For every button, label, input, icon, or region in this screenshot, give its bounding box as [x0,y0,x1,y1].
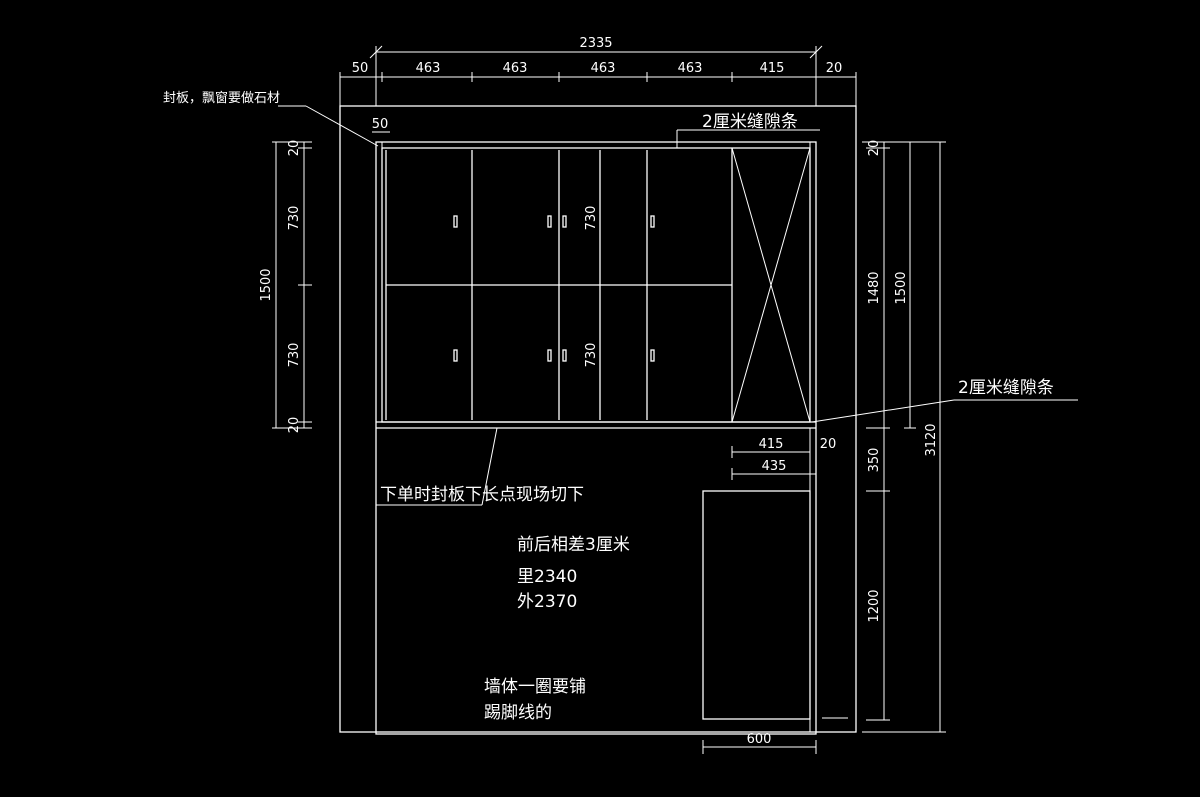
note-cut: 下单时封板下长点现场切下 [380,485,584,505]
center-dimensions: 730 730 [584,150,601,420]
open-bay-cross [731,147,811,423]
note-diff: 前后相差3厘米 [517,535,630,555]
tick [809,45,823,59]
tick [369,45,383,59]
wall-frame [339,105,857,735]
gap-dimensions: 415 20 435 600 [702,437,837,754]
dim-gap-20: 20 [820,437,837,452]
note-skirting-1: 墙体一圈要铺 [484,677,586,697]
door-handle [562,349,567,362]
left-dimensions: 1500 20 730 730 20 [259,140,312,434]
dim-gap-415: 415 [759,437,784,452]
door-handle [547,215,552,228]
dim-left-730-bottom: 730 [287,343,302,368]
dim-right-1200: 1200 [867,589,882,622]
dim-seg-50: 50 [352,61,369,76]
dim-left-730-top: 730 [287,206,302,231]
door-handle [453,215,458,228]
dim-center-730-top: 730 [584,206,599,231]
dim-seg-463: 463 [416,61,441,76]
dim-right-20: 20 [867,140,882,157]
right-dimensions: 20 1480 1500 350 1200 3120 [862,140,946,733]
note-seal-board: 封板，飘窗要做石材 [163,90,280,106]
lower-cabinet [702,428,848,732]
dim-seg-463: 463 [591,61,616,76]
annotations: 封板，飘窗要做石材 2厘米缝隙条 2厘米缝隙条 下单时封板下长点现场切下 前后相… [163,90,1078,723]
wall-opening [375,141,817,735]
door-handle [453,349,458,362]
dim-seg-20: 20 [826,61,843,76]
dim-total-2335: 2335 [579,36,612,51]
door-handle [547,349,552,362]
note-outer-value: 外2370 [517,592,577,612]
dim-seg-415: 415 [760,61,785,76]
dim-gap-435: 435 [762,459,787,474]
note-skirting-2: 踢脚线的 [484,703,552,723]
wall-outline [339,105,857,733]
dim-left-20-bottom: 20 [287,417,302,434]
note-inner-value: 里2340 [517,567,577,587]
note-gap-strip-top: 2厘米缝隙条 [702,112,798,132]
door-handle [562,215,567,228]
top-dimensions: 2335 50 463 463 463 463 415 20 50 [339,36,857,133]
door-handle [650,349,655,362]
leader-seal [305,105,379,147]
dim-left-1500: 1500 [259,268,274,301]
lower-cabinet-body [702,490,811,720]
dim-right-1480: 1480 [867,271,882,304]
dim-center-730-bottom: 730 [584,343,599,368]
dim-seg-463: 463 [503,61,528,76]
dim-right-3120: 3120 [924,423,939,456]
dim-left-20-top: 20 [287,140,302,157]
note-gap-strip-right: 2厘米缝隙条 [958,378,1054,398]
leader-gap-right [811,399,955,423]
door-handle [650,215,655,228]
dim-right-350: 350 [867,448,882,473]
leader-cut [481,427,498,506]
dim-bottom-600: 600 [747,732,772,747]
dim-inner-50: 50 [372,117,389,132]
dim-right-1500: 1500 [894,271,909,304]
dim-seg-463: 463 [678,61,703,76]
upper-cabinet [376,147,816,429]
